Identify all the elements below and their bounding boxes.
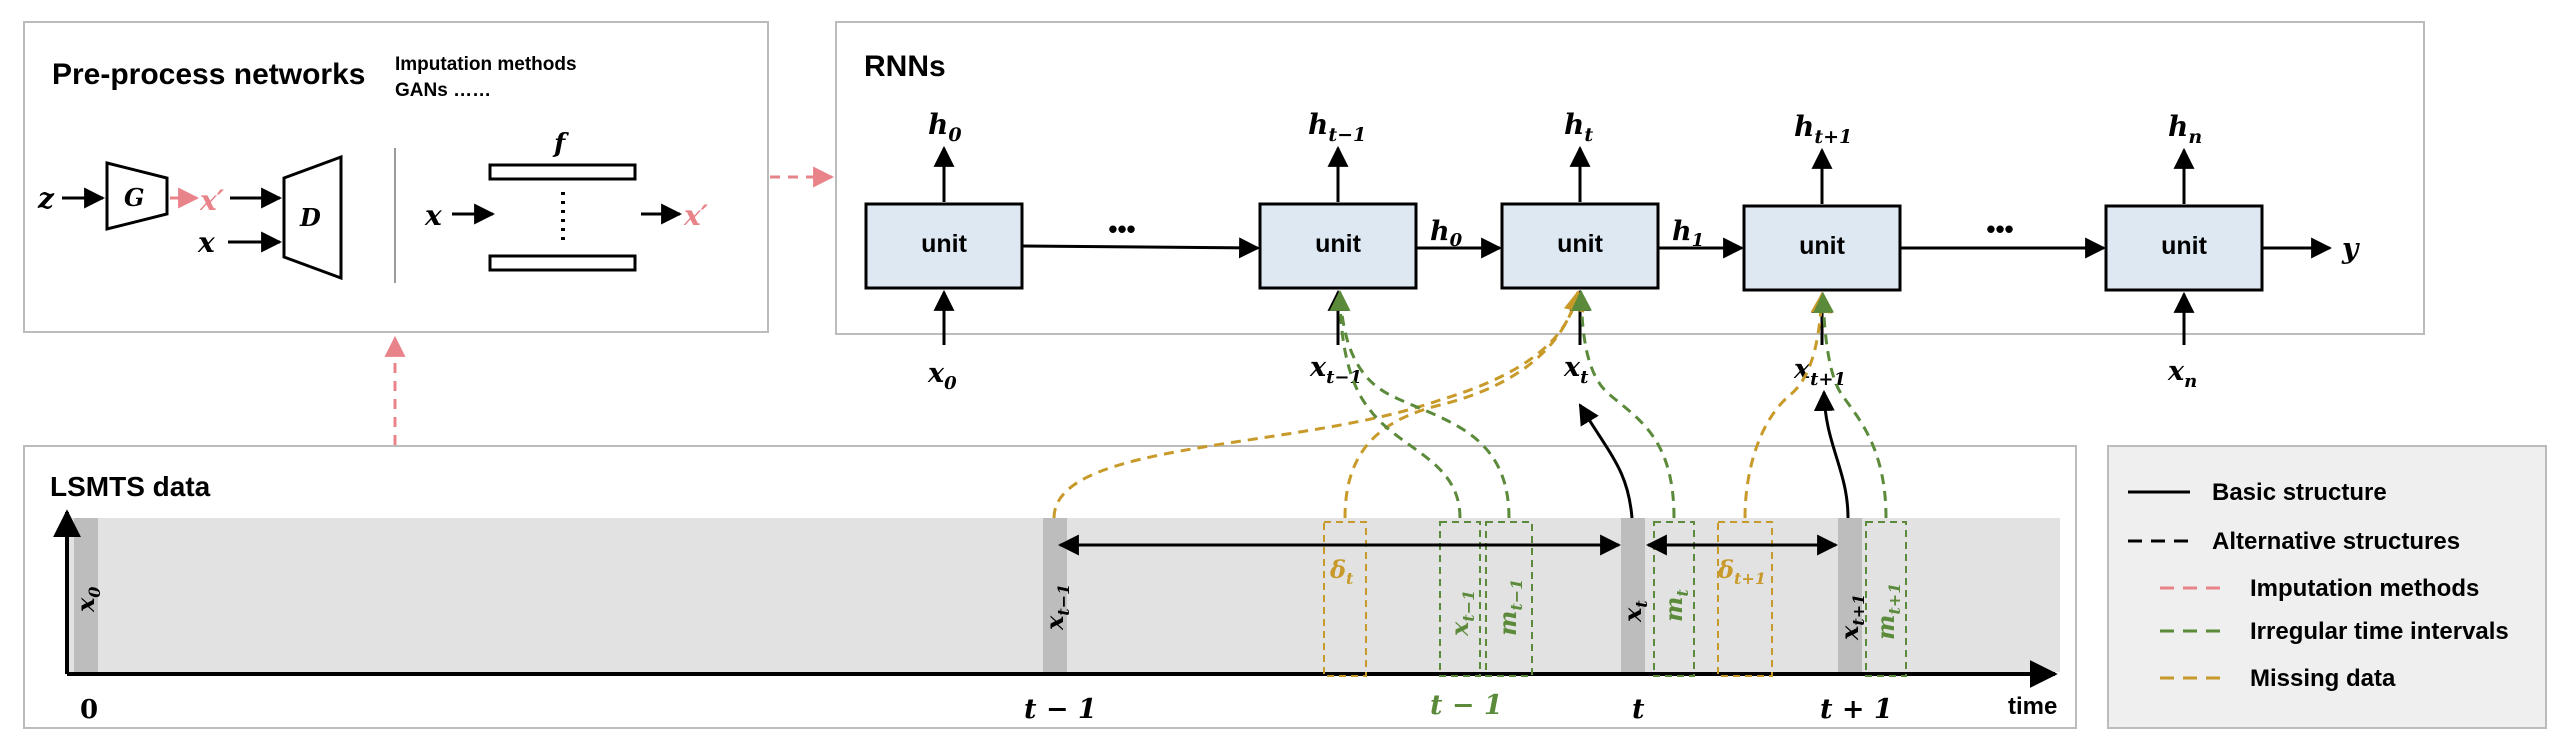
- lsmts-title: LSMTS data: [50, 471, 211, 502]
- hidden-h0-mid: h0: [1430, 216, 1463, 251]
- input-xt: xt: [1563, 352, 1589, 388]
- time-axis-label: time: [2008, 693, 2057, 720]
- arrow-unit0-to-unit-tm1: [1021, 237, 1261, 259]
- rnn-unit-n: unit: [2104, 204, 2264, 292]
- observation-marker-tp1: [1838, 518, 1862, 672]
- irregular-m-tm1-to-unit-tm1: [1338, 291, 1511, 519]
- irregular-xg-tm1-to-unit-tm1: [1329, 289, 1462, 519]
- delta-tp1-box: [1717, 521, 1773, 677]
- marker-label-x0: x0: [71, 587, 104, 613]
- gans-label: GANs ……: [395, 80, 491, 101]
- preprocess-title: Pre-process networks: [52, 58, 365, 91]
- lsmts-panel: LSMTS data x0 xt−1 xt xt+1 xt−1 mt−1 mt …: [23, 445, 2077, 729]
- basic-xtp1-to-input: [1813, 389, 1850, 519]
- legend-label: Imputation methods: [2250, 575, 2479, 602]
- input-xtp1: xt+1: [1793, 354, 1846, 390]
- unit-label: unit: [2161, 232, 2207, 260]
- tick-tm1-green: t − 1: [1430, 690, 1503, 721]
- delta-t-label: δt: [1329, 555, 1354, 588]
- input-xn: xn: [2167, 356, 2197, 392]
- rnn-unit-tp1: unit: [1742, 204, 1902, 292]
- m-tm1-box: [1485, 521, 1533, 677]
- rnn-unit-t: unit: [1500, 202, 1660, 290]
- output-y: y: [2341, 232, 2360, 265]
- generator-block: [105, 161, 169, 231]
- delta-tp1-label: δt+1: [1717, 555, 1766, 588]
- legend-label: Missing data: [2250, 665, 2396, 692]
- imputation-layer-top: [488, 163, 637, 181]
- unit-label: unit: [1799, 232, 1845, 260]
- output-h0: h0: [928, 108, 962, 146]
- ellipsis-left: •••: [1108, 214, 1135, 244]
- tick-t: t: [1632, 694, 1645, 725]
- irregular-m-t-to-unit-t: [1571, 289, 1676, 519]
- connectors: [1052, 289, 1888, 519]
- rnn-unit-0: unit: [864, 202, 1024, 290]
- legend-label: Alternative structures: [2212, 528, 2460, 555]
- discriminator-block: [282, 154, 343, 281]
- imputed-xprime: x′: [683, 199, 709, 232]
- missing-delta-t-to-unit-t: [1343, 291, 1580, 519]
- legend-label: Irregular time intervals: [2250, 618, 2509, 645]
- unit-label: unit: [1557, 230, 1603, 258]
- tick-tp1: t + 1: [1820, 694, 1893, 725]
- output-ht: ht: [1564, 108, 1593, 146]
- imputation-methods-label: Imputation methods: [395, 54, 577, 75]
- input-x0: x0: [927, 358, 957, 394]
- marker-label-xtp1: xt+1: [1835, 594, 1868, 641]
- generated-xprime: x′: [199, 184, 225, 217]
- legend-label: Basic structure: [2212, 479, 2387, 506]
- tick-tm1: t − 1: [1024, 694, 1097, 725]
- generator-label: G: [124, 183, 145, 212]
- hidden-h1-mid: h1: [1672, 216, 1704, 251]
- basic-xt-to-input: [1578, 403, 1634, 519]
- output-hn: hn: [2168, 110, 2202, 148]
- rnn-title: RNNs: [864, 50, 946, 83]
- rnn-unit-tm1: unit: [1258, 202, 1418, 290]
- ellipsis-right: •••: [1986, 214, 2013, 244]
- output-htp1: ht+1: [1794, 110, 1852, 148]
- gan-z-input: z: [37, 182, 55, 215]
- box-label-m-tp1: mt+1: [1871, 583, 1904, 640]
- observation-marker-0: [74, 518, 98, 672]
- discriminator-label: D: [299, 203, 321, 232]
- unit-label: unit: [1315, 230, 1361, 258]
- marker-label-xt: xt: [1618, 600, 1651, 623]
- observation-marker-t: [1621, 518, 1645, 672]
- marker-label-xtm1: xt−1: [1040, 584, 1073, 631]
- real-x-input: x: [197, 226, 215, 259]
- function-f-label: f: [552, 129, 569, 159]
- box-label-m-tm1: mt−1: [1493, 579, 1526, 636]
- imputation-layer-bottom: [488, 254, 637, 272]
- unit-label: unit: [921, 230, 967, 258]
- imputation-x-input: x: [424, 199, 442, 232]
- box-label-xg-tm1: xt−1: [1445, 590, 1478, 637]
- box-label-m-t: mt: [1659, 589, 1692, 622]
- missing-delta-tp1-to-unit-tp1: [1743, 291, 1832, 519]
- delta-t-box: [1323, 521, 1367, 677]
- output-htm1: ht−1: [1308, 108, 1366, 146]
- tick-0: 0: [80, 695, 98, 725]
- rnn-panel: RNNs unit unit unit unit unit ••• h0 h1: [835, 21, 2425, 345]
- preprocess-panel: Pre-process networks Imputation methods …: [23, 21, 769, 333]
